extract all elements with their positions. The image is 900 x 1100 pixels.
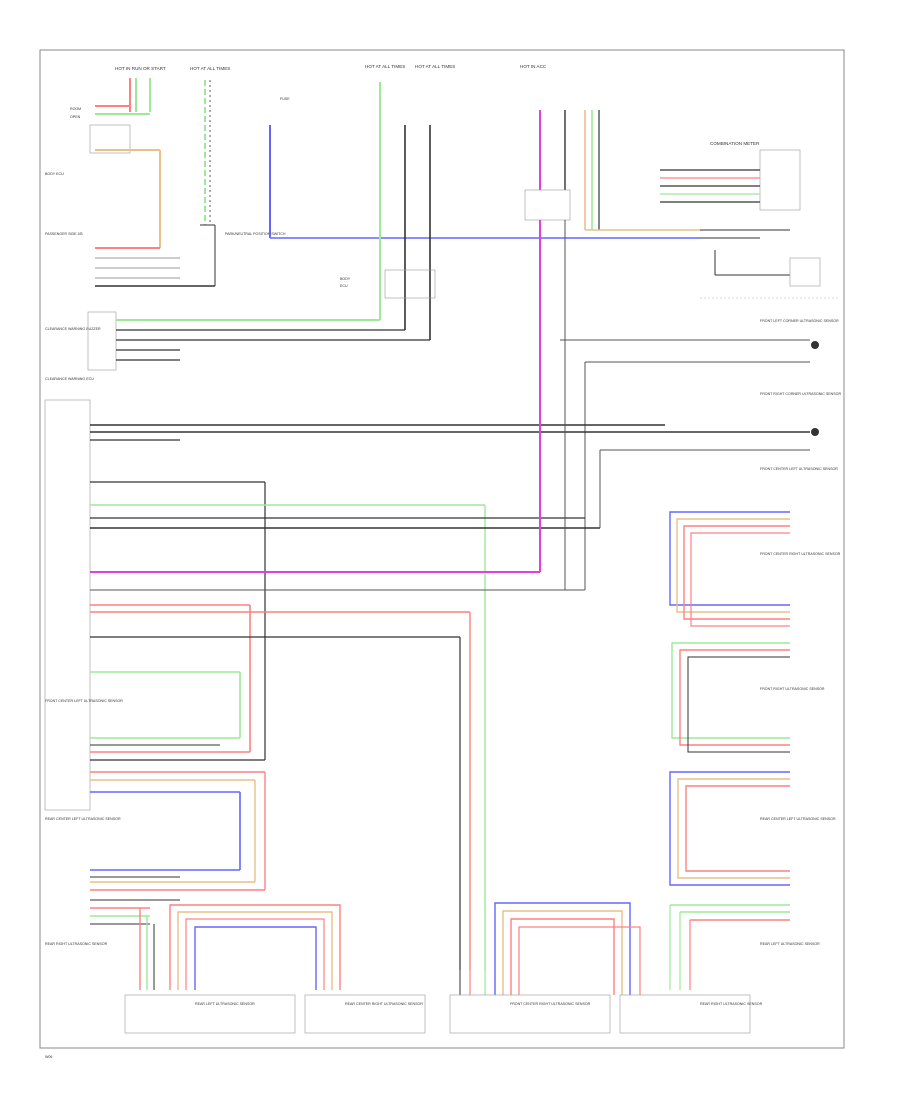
front-center-left-block: FRONT CENTER LEFT ULTRASONIC SENSOR [45, 699, 266, 890]
right-sensor-loops: FRONT CENTER LEFT ULTRASONIC SENSOR FRON… [669, 467, 841, 990]
front-left-corner-block: FRONT LEFT CORNER ULTRASONIC SENSOR [560, 319, 839, 590]
svg-text:REAR RIGHT ULTRASONIC SENSOR: REAR RIGHT ULTRASONIC SENSOR [700, 1002, 763, 1006]
body-ecu-label: BODY ECU [45, 172, 64, 176]
bottom-middle-block: FRONT CENTER RIGHT ULTRASONIC SENSOR REA… [449, 902, 763, 1034]
svg-text:FRONT RIGHT ULTRASONIC SENSOR: FRONT RIGHT ULTRASONIC SENSOR [760, 687, 825, 691]
top-middle-connector: HOT AT ALL TIMES HOT AT ALL TIMES BODY E… [340, 64, 455, 340]
hot-in-acc-label: HOT IN ACC [520, 64, 547, 69]
top-right-connector: HOT IN ACC [520, 64, 700, 231]
svg-text:FRONT CENTER RIGHT ULTRASONIC: FRONT CENTER RIGHT ULTRASONIC SENSOR [760, 552, 841, 556]
combination-meter-block: COMBINATION METER [660, 141, 821, 287]
rear-left-label: REAR LEFT ULTRASONIC SENSOR [195, 1002, 255, 1006]
park-neutral-label: PARK/NEUTRAL POSITION SWITCH [225, 232, 286, 236]
park-neutral-block: HOT AT ALL TIMES PARK/NEUTRAL POSITION S… [190, 66, 286, 286]
rear-center-left-block: REAR CENTER LEFT ULTRASONIC SENSOR [45, 817, 265, 925]
front-right-corner-block: FRONT RIGHT CORNER ULTRASONIC SENSOR [599, 392, 841, 528]
blue-wire-top: FUSE [269, 97, 700, 239]
front-center-right-label: FRONT CENTER RIGHT ULTRASONIC SENSOR [510, 1002, 591, 1006]
front-right-corner-label: FRONT RIGHT CORNER ULTRASONIC SENSOR [760, 392, 841, 396]
svg-text:BODY: BODY [340, 277, 351, 281]
svg-text:ECU: ECU [340, 284, 348, 288]
hot-at-all-times-3: HOT AT ALL TIMES [415, 64, 455, 69]
passenger-jb-label: PASSENGER SIDE J/B [45, 232, 83, 236]
rear-center-right-label: REAR CENTER RIGHT ULTRASONIC SENSOR [345, 1002, 423, 1006]
svg-text:ROOM: ROOM [70, 107, 81, 111]
rear-left-block: REAR RIGHT ULTRASONIC SENSOR REAR LEFT U… [45, 904, 426, 1034]
rear-right-label: REAR RIGHT ULTRASONIC SENSOR [45, 942, 108, 946]
diagram-border [39, 49, 845, 1049]
clearance-sonar-ecu: CLEARANCE WARNING ECU [44, 220, 810, 970]
svg-text:REAR CENTER LEFT ULTRASONIC SE: REAR CENTER LEFT ULTRASONIC SENSOR [760, 817, 836, 821]
rear-center-left-label: REAR CENTER LEFT ULTRASONIC SENSOR [45, 817, 121, 821]
footer-code: W06 [45, 1055, 52, 1059]
svg-text:FRONT CENTER LEFT ULTRASONIC S: FRONT CENTER LEFT ULTRASONIC SENSOR [760, 467, 838, 471]
svg-text:FUSE: FUSE [280, 97, 290, 101]
svg-text:REAR LEFT ULTRASONIC SENSOR: REAR LEFT ULTRASONIC SENSOR [760, 942, 820, 946]
power-source-label: HOT IN RUN OR START [115, 66, 166, 71]
combination-meter-label: COMBINATION METER [710, 141, 760, 146]
hot-at-all-times-1: HOT AT ALL TIMES [190, 66, 230, 71]
clearance-buzzer-label: CLEARANCE WARNING BUZZER [45, 327, 101, 331]
top-left-connector: HOT IN RUN OR START ROOM OPEN BODY ECU P… [45, 66, 215, 287]
clearance-buzzer-block: CLEARANCE WARNING BUZZER [45, 311, 430, 371]
front-left-corner-label: FRONT LEFT CORNER ULTRASONIC SENSOR [760, 319, 839, 323]
hot-at-all-times-2: HOT AT ALL TIMES [365, 64, 405, 69]
svg-text:OPEN: OPEN [70, 115, 81, 119]
front-center-left-label: FRONT CENTER LEFT ULTRASONIC SENSOR [45, 699, 123, 703]
clearance-sonar-ecu-label: CLEARANCE WARNING ECU [45, 377, 94, 381]
